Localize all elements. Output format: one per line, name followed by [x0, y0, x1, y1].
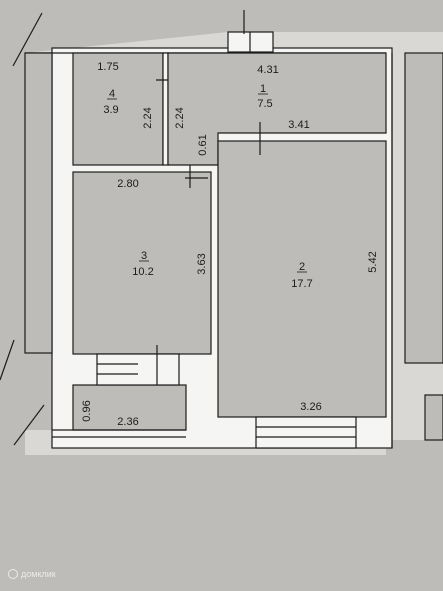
- dim-2-80: 2.80: [117, 178, 138, 190]
- right-neighbor-wall: [404, 52, 443, 364]
- dim-2-36: 2.36: [117, 416, 138, 428]
- dim-4-31: 4.31: [257, 64, 278, 76]
- window-r2: [255, 416, 357, 449]
- dim-3-41: 3.41: [288, 119, 309, 131]
- window-r3: [96, 353, 180, 386]
- room-1: [167, 52, 387, 166]
- watermark: домклик: [8, 569, 56, 579]
- balcony-left: [72, 384, 187, 431]
- dim-0-96: 0.96: [81, 400, 93, 421]
- dim-3-26: 3.26: [300, 401, 321, 413]
- left-neighbor-wall: [24, 52, 53, 354]
- room-2-area: 17.7: [291, 278, 312, 290]
- dim-5-42: 5.42: [367, 251, 379, 272]
- room-3-number: 3: [141, 250, 147, 262]
- room-4-number: 4: [109, 88, 115, 100]
- watermark-text: домклик: [21, 569, 56, 579]
- room-3-area: 10.2: [132, 266, 153, 278]
- wall-r4-corridor: [162, 52, 169, 166]
- room-1-number: 1: [260, 83, 266, 95]
- dim-2-24-a: 2.24: [142, 107, 154, 128]
- dim-0-61: 0.61: [197, 134, 209, 155]
- room-4: [72, 52, 164, 166]
- domclick-logo-icon: [8, 569, 18, 579]
- room-3: [72, 171, 212, 355]
- left-tick: [0, 339, 15, 381]
- room-2-number: 2: [299, 261, 305, 273]
- dim-2-24-b: 2.24: [174, 107, 186, 128]
- right-bottom-neighbor: [424, 394, 443, 441]
- room-1-area: 7.5: [257, 98, 272, 110]
- left-tick-2: [13, 404, 45, 446]
- dim-1-75: 1.75: [97, 61, 118, 73]
- room-4-area: 3.9: [103, 104, 118, 116]
- corner-tick: [12, 12, 43, 67]
- dim-3-63: 3.63: [196, 253, 208, 274]
- room-2: [217, 140, 387, 418]
